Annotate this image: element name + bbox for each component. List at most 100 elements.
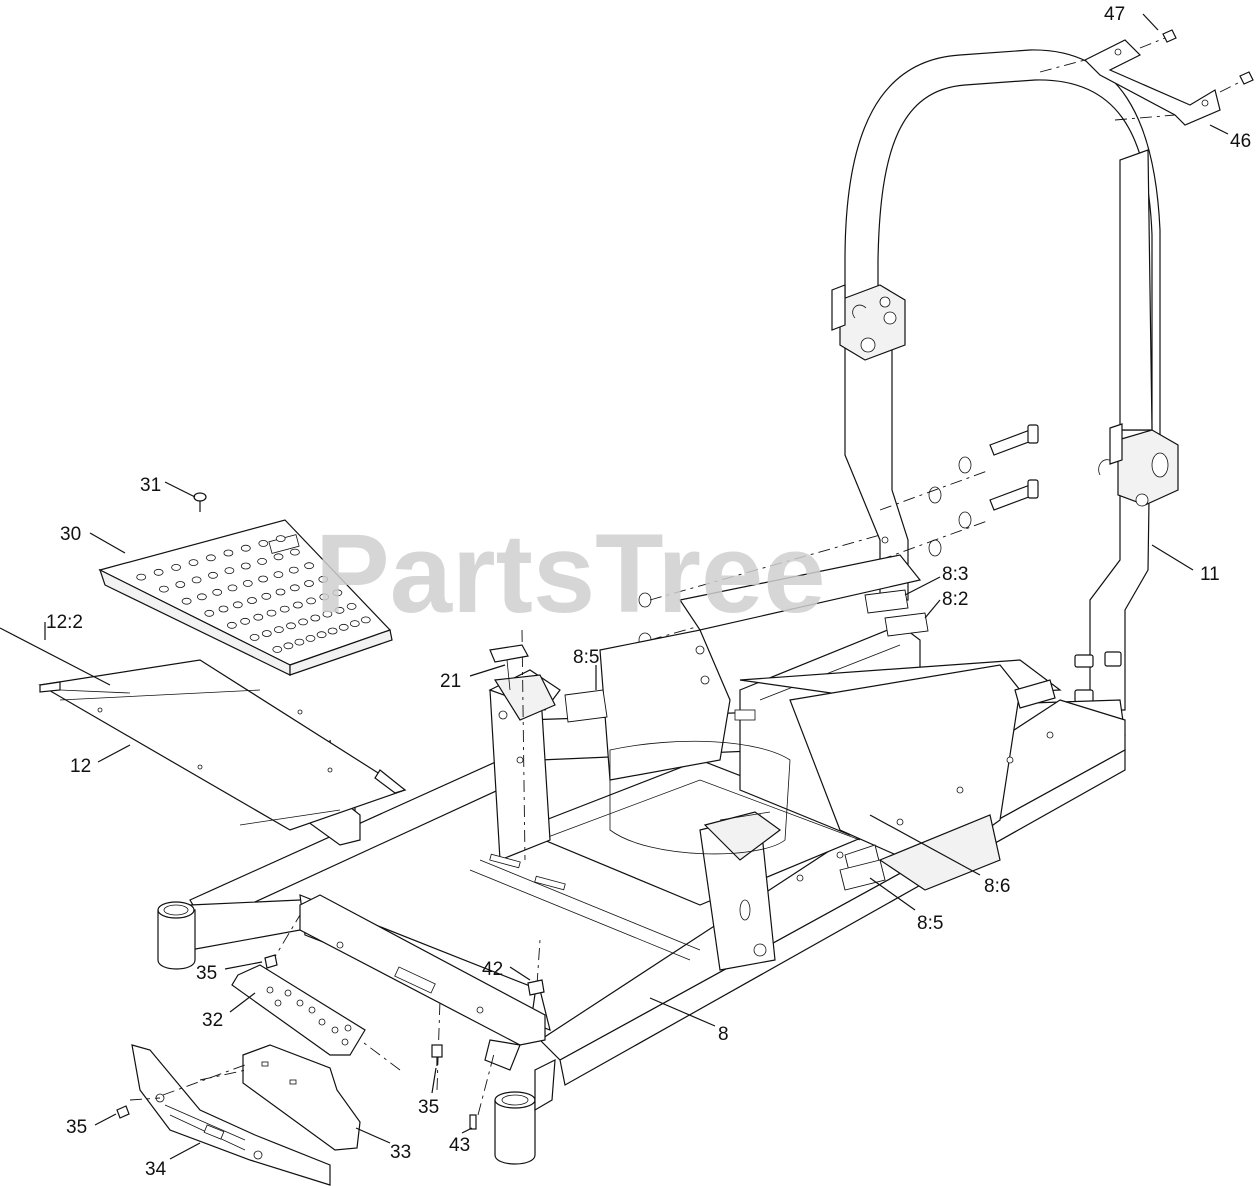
traction-dot xyxy=(319,593,330,601)
traction-dot xyxy=(212,588,223,596)
caster-tube-right xyxy=(494,1058,556,1165)
traction-dot xyxy=(292,601,303,609)
traction-dot xyxy=(253,613,264,621)
traction-dot xyxy=(286,622,296,630)
callout-8-5-top: 8:5 xyxy=(573,647,599,668)
traction-dot xyxy=(240,562,251,570)
callout-8-2: 8:2 xyxy=(942,589,968,610)
knob-21 xyxy=(489,644,529,691)
traction-dot xyxy=(226,621,237,629)
traction-dot xyxy=(316,631,327,639)
callout-12-2: 12:2 xyxy=(46,612,83,633)
traction-dot xyxy=(334,606,345,614)
traction-dot xyxy=(279,605,290,613)
traction-dot xyxy=(247,597,257,604)
traction-dot xyxy=(242,580,253,587)
traction-dot xyxy=(275,535,286,542)
bumper-34 xyxy=(129,1044,331,1186)
traction-dot xyxy=(338,623,349,631)
caster-tube-left xyxy=(157,901,196,970)
screw-35-a xyxy=(264,954,278,969)
callout-34: 34 xyxy=(145,1159,167,1180)
traction-dot xyxy=(322,610,333,618)
callout-32: 32 xyxy=(202,1010,223,1031)
callout-42: 42 xyxy=(482,959,503,980)
callout-47: 47 xyxy=(1104,4,1125,25)
traction-dot xyxy=(208,571,218,579)
callout-31: 31 xyxy=(140,475,161,496)
decal-8-5-bottom xyxy=(839,859,886,891)
traction-dot xyxy=(218,605,229,613)
watermark: PartsTree xyxy=(315,511,826,636)
lower-guard-33 xyxy=(242,1044,361,1151)
traction-dot xyxy=(261,592,272,600)
traction-dot xyxy=(232,601,243,609)
callout-33: 33 xyxy=(390,1142,411,1163)
decal-8-3 xyxy=(864,589,909,614)
seal-strip-12-2 xyxy=(0,627,111,686)
traction-dot xyxy=(257,558,268,565)
traction-dot xyxy=(288,566,299,574)
traction-dot xyxy=(153,568,164,576)
traction-dot xyxy=(240,544,251,552)
traction-dot xyxy=(266,609,277,617)
traction-dot xyxy=(283,642,294,650)
callout-43: 43 xyxy=(449,1135,470,1156)
traction-dot xyxy=(310,614,321,622)
traction-dot xyxy=(349,620,360,627)
callout-35-b: 35 xyxy=(66,1117,87,1138)
callout-35-c: 35 xyxy=(418,1097,439,1118)
callout-8-5-bottom: 8:5 xyxy=(917,913,943,934)
callout-11: 11 xyxy=(1200,564,1220,585)
traction-dot xyxy=(273,626,284,633)
callout-8-3: 8:3 xyxy=(942,564,968,585)
screw-35-b xyxy=(116,1105,130,1119)
foot-pad-30 xyxy=(98,519,393,676)
traction-dot xyxy=(191,576,202,584)
screw-35-c xyxy=(431,1044,443,1066)
traction-dot xyxy=(175,581,186,588)
traction-dot xyxy=(258,540,269,547)
traction-dot xyxy=(305,635,316,642)
traction-dot xyxy=(249,634,260,641)
traction-dot xyxy=(196,593,207,601)
traction-dot xyxy=(289,584,300,592)
traction-dot xyxy=(304,580,314,587)
callout-8-6: 8:6 xyxy=(984,876,1010,897)
decal-8-2 xyxy=(884,612,929,637)
traction-dot xyxy=(318,575,329,583)
traction-dot xyxy=(360,616,371,624)
tag-8-small xyxy=(1014,679,1056,709)
callout-21: 21 xyxy=(440,671,461,692)
traction-dot xyxy=(327,627,338,635)
traction-dot xyxy=(171,564,182,571)
callout-12: 12 xyxy=(70,756,91,777)
roll-bar xyxy=(831,49,1179,711)
callout-46: 46 xyxy=(1230,131,1251,152)
traction-dot xyxy=(289,548,300,556)
traction-dot xyxy=(136,573,147,581)
traction-dot xyxy=(223,549,234,557)
traction-dot xyxy=(332,589,343,597)
callout-35-a: 35 xyxy=(196,963,217,984)
pin-43 xyxy=(469,1114,477,1130)
traction-dot xyxy=(261,630,272,637)
traction-dot xyxy=(205,554,216,562)
traction-dot xyxy=(294,638,305,646)
front-mount-bar xyxy=(299,894,546,1071)
traction-dot xyxy=(346,603,357,610)
traction-dot xyxy=(258,575,269,583)
traction-dot xyxy=(272,646,283,653)
pin-42 xyxy=(527,979,545,1009)
traction-dot xyxy=(158,585,169,593)
traction-dot xyxy=(306,597,317,605)
screw-47 xyxy=(1162,29,1254,85)
traction-dot xyxy=(204,609,215,617)
traction-dot xyxy=(298,618,309,626)
cross-brace-46 xyxy=(1039,37,1241,126)
callout-30: 30 xyxy=(60,524,81,545)
screw-31 xyxy=(193,492,207,512)
callout-labels: 47 46 31 30 12:2 12 21 8:5 8:3 8:2 11 8:… xyxy=(46,4,1251,1180)
traction-dot xyxy=(224,567,235,574)
